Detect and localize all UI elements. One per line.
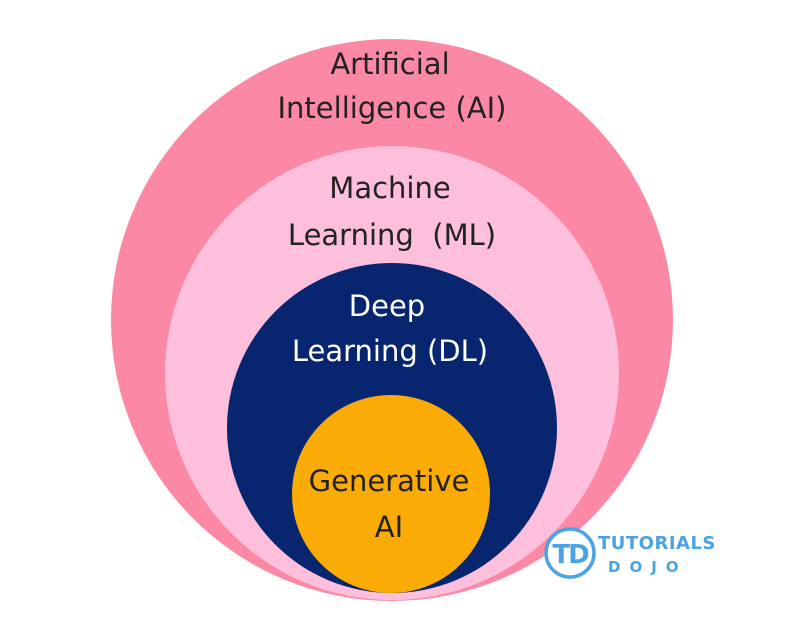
genai-label-line-1: Generative bbox=[309, 464, 470, 498]
logo-line-1: TUTORIALS bbox=[598, 533, 716, 554]
logo-line-2: DOJO bbox=[608, 558, 688, 576]
genai-circle: Generative AI bbox=[292, 395, 490, 593]
genai-label-line-2: AI bbox=[375, 510, 403, 544]
ai-label-line-2: Intelligence (AI) bbox=[278, 91, 507, 125]
ml-label-line-1: Machine bbox=[329, 171, 450, 205]
dl-label-line-2: Learning (DL) bbox=[292, 334, 488, 368]
ai-label-line-1: Artificial bbox=[330, 47, 449, 81]
dl-label-line-1: Deep bbox=[349, 289, 425, 323]
logo-monogram-icon: TD bbox=[544, 527, 596, 579]
tutorials-dojo-logo: TD TUTORIALS DOJO bbox=[544, 527, 716, 579]
ml-label-line-2: Learning (ML) bbox=[288, 218, 496, 252]
genai-circle-shape bbox=[292, 395, 490, 593]
logo-monogram: TD bbox=[552, 540, 589, 570]
